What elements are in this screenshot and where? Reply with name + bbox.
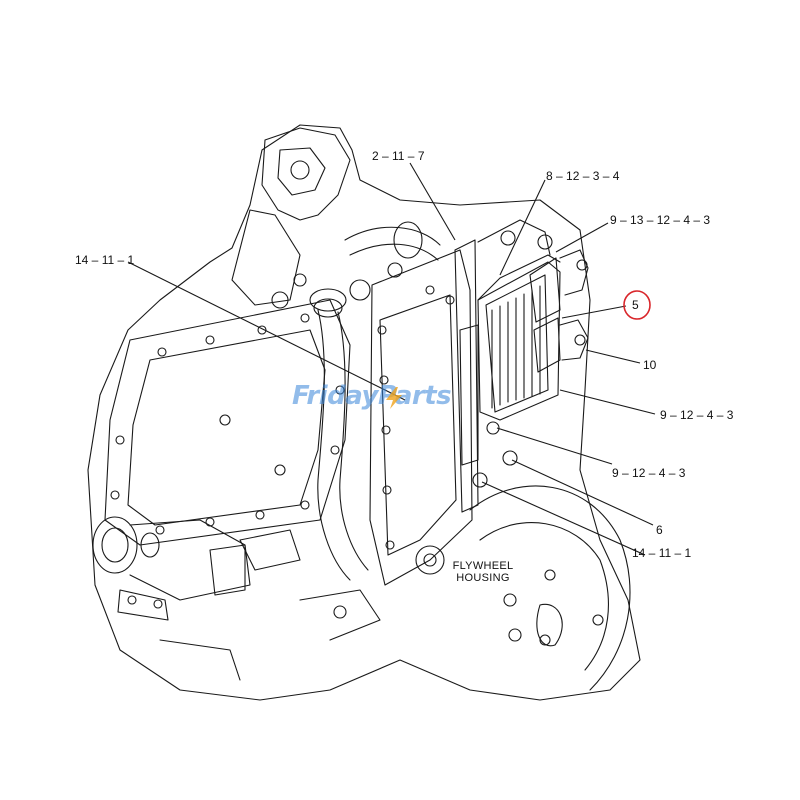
callout-label-highlighted: 5 bbox=[632, 298, 639, 312]
watermark-part1: Friday bbox=[292, 381, 378, 411]
callout-label: 8 – 12 – 3 – 4 bbox=[546, 169, 620, 183]
callout-label: 2 – 11 – 7 bbox=[372, 149, 425, 163]
flywheel-housing-label: FLYWHEEL HOUSING bbox=[448, 560, 518, 584]
highlight-circle bbox=[623, 290, 651, 320]
callout-label: 9 – 13 – 12 – 4 – 3 bbox=[610, 213, 711, 227]
watermark-logo: FridayParts bbox=[292, 381, 452, 411]
callout-label: 14 – 11 – 1 bbox=[632, 546, 692, 560]
engine-illustration bbox=[87, 124, 641, 701]
callout-label: 9 – 12 – 4 – 3 bbox=[612, 466, 686, 480]
housing-label-line2: HOUSING bbox=[456, 572, 510, 584]
lightning-bolt-icon bbox=[386, 387, 402, 409]
housing-label-line1: FLYWHEEL bbox=[452, 560, 514, 572]
callout-label: 14 – 11 – 1 bbox=[75, 253, 135, 267]
callout-label: 10 bbox=[643, 358, 657, 372]
leader-lines bbox=[127, 162, 656, 556]
callout-label: 9 – 12 – 4 – 3 bbox=[660, 408, 734, 422]
callout-label: 6 bbox=[656, 523, 663, 537]
